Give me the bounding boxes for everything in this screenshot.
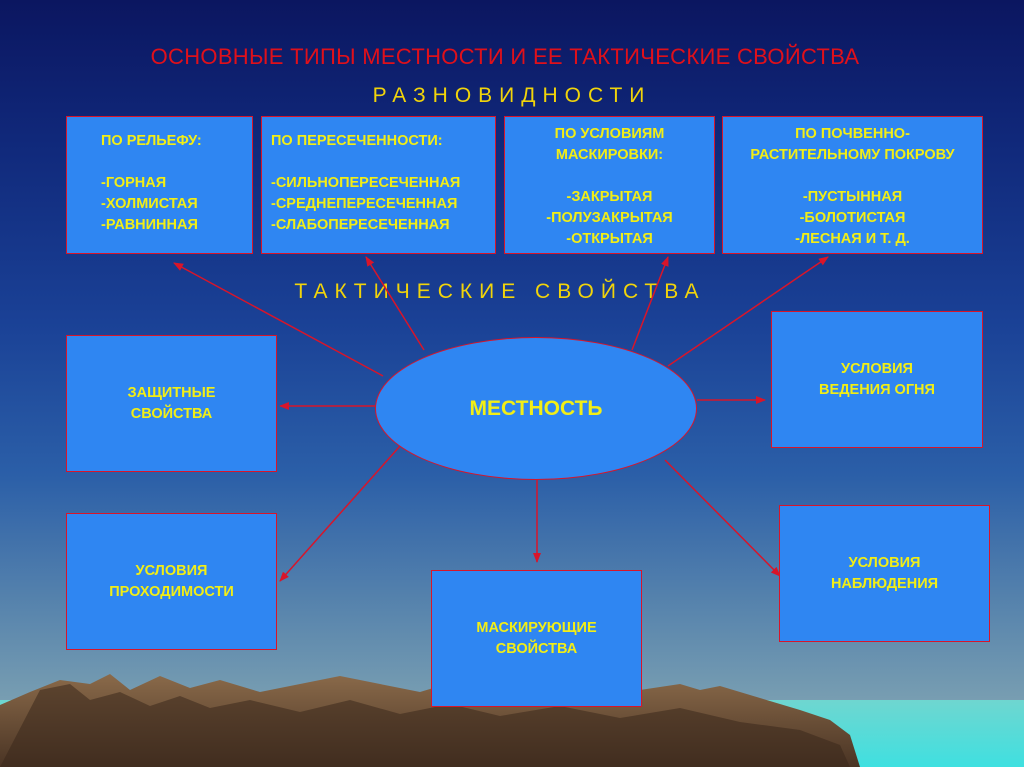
- protective-label: ЗАЩИТНЫЕ: [127, 384, 216, 401]
- arrow-to-crossing: [365, 256, 425, 351]
- crossing-item: -СРЕДНЕПЕРЕСЕЧЕННАЯ: [271, 196, 458, 212]
- masking-item: -ОТКРЫТАЯ: [566, 231, 653, 247]
- soil-item: -БОЛОТИСТАЯ: [799, 210, 906, 226]
- relief-item: -ГОРНАЯ: [101, 175, 167, 191]
- relief-item: -РАВНИННАЯ: [101, 217, 198, 233]
- slide-title: ОСНОВНЫЕ ТИПЫ МЕСТНОСТИ И ЕЕ ТАКТИЧЕСКИЕ…: [150, 44, 860, 69]
- crossing-item: -СЛАБОПЕРЕСЕЧЕННАЯ: [271, 217, 450, 233]
- arrow-to-passability: [279, 445, 401, 582]
- crossing-item: -СИЛЬНОПЕРЕСЕЧЕННАЯ: [271, 175, 461, 191]
- masking-item: -ЗАКРЫТАЯ: [566, 189, 653, 205]
- tactical-heading: ТАКТИЧЕСКИЕ СВОЙСТВА: [294, 280, 706, 303]
- observation-label: НАБЛЮДЕНИЯ: [830, 575, 939, 592]
- terrain-ellipse: МЕСТНОСТЬ: [375, 337, 697, 480]
- camouflage-label: СВОЙСТВА: [495, 640, 578, 657]
- varieties-heading: РАЗНОВИДНОСТИ: [372, 84, 652, 107]
- box-fire: УСЛОВИЯ ВЕДЕНИЯ ОГНЯ: [771, 311, 983, 448]
- box-masking: ПО УСЛОВИЯМ МАСКИРОВКИ: -ЗАКРЫТАЯ -ПОЛУЗ…: [504, 116, 715, 254]
- center-label: МЕСТНОСТЬ: [469, 396, 603, 420]
- passability-label: ПРОХОДИМОСТИ: [109, 583, 234, 600]
- box-protective: ЗАЩИТНЫЕ СВОЙСТВА: [66, 335, 277, 472]
- camouflage-label: МАСКИРУЮЩИЕ: [476, 619, 597, 636]
- soil-item: -ЛЕСНАЯ И Т. Д.: [795, 231, 910, 247]
- box-camouflage: МАСКИРУЮЩИЕ СВОЙСТВА: [431, 570, 642, 707]
- arrow-to-observation: [664, 459, 781, 577]
- arrow-to-soil: [667, 256, 829, 367]
- box-crossing: ПО ПЕРЕСЕЧЕННОСТИ: -СИЛЬНОПЕРЕСЕЧЕННАЯ -…: [261, 116, 496, 254]
- relief-header: ПО РЕЛЬЕФУ:: [101, 133, 202, 149]
- relief-item: -ХОЛМИСТАЯ: [101, 196, 198, 212]
- masking-item: -ПОЛУЗАКРЫТАЯ: [546, 210, 673, 226]
- box-passability: УСЛОВИЯ ПРОХОДИМОСТИ: [66, 513, 277, 650]
- fire-label: УСЛОВИЯ: [841, 360, 913, 377]
- passability-label: УСЛОВИЯ: [135, 562, 208, 579]
- arrow-to-relief: [173, 262, 384, 377]
- crossing-header: ПО ПЕРЕСЕЧЕННОСТИ:: [271, 133, 443, 149]
- protective-label: СВОЙСТВА: [130, 405, 213, 422]
- fire-label: ВЕДЕНИЯ ОГНЯ: [819, 381, 935, 398]
- box-soil: ПО ПОЧВЕННО- РАСТИТЕЛЬНОМУ ПОКРОВУ -ПУСТ…: [722, 116, 983, 254]
- soil-header: ПО ПОЧВЕННО-: [795, 126, 910, 142]
- soil-header: РАСТИТЕЛЬНОМУ ПОКРОВУ: [750, 147, 955, 163]
- arrow-to-masking: [631, 256, 669, 351]
- box-relief: ПО РЕЛЬЕФУ: -ГОРНАЯ -ХОЛМИСТАЯ -РАВНИННА…: [66, 116, 253, 254]
- masking-header: ПО УСЛОВИЯМ: [554, 126, 665, 142]
- soil-item: -ПУСТЫННАЯ: [802, 189, 903, 205]
- masking-header: МАСКИРОВКИ:: [555, 147, 664, 163]
- box-observation: УСЛОВИЯ НАБЛЮДЕНИЯ: [779, 505, 990, 642]
- observation-label: УСЛОВИЯ: [848, 554, 921, 571]
